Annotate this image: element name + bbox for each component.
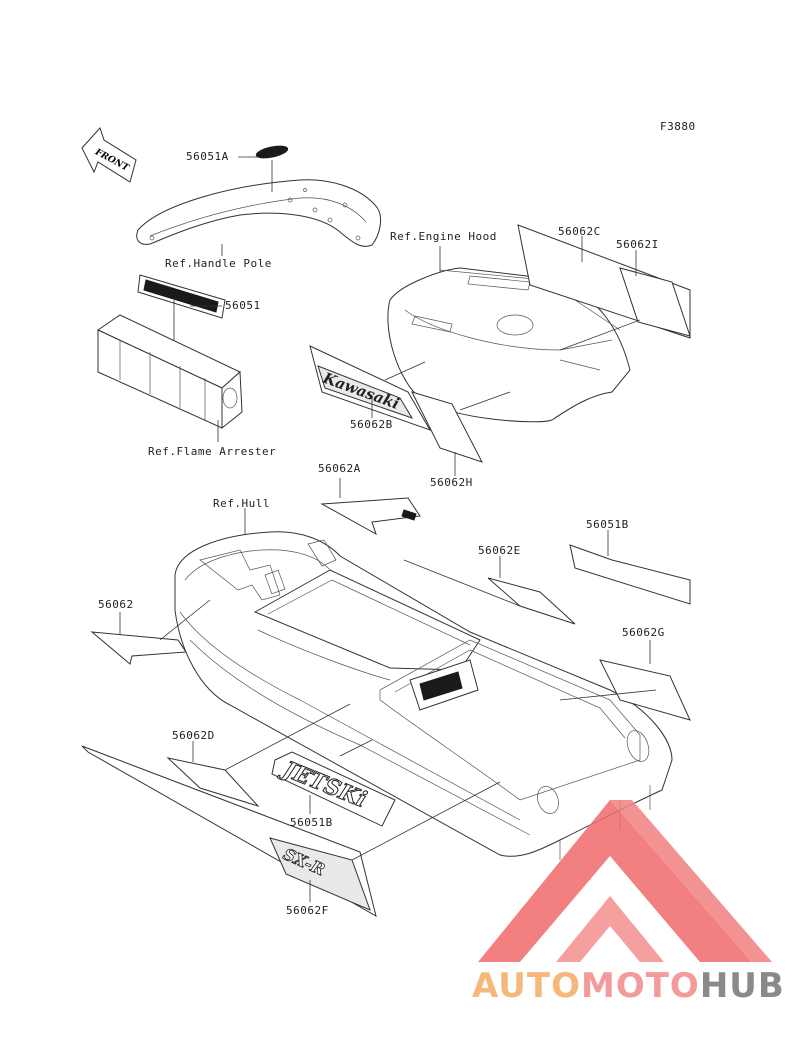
callout-ref-handle-pole: Ref.Handle Pole <box>165 257 272 270</box>
callout-56062i: 56062I <box>616 238 659 251</box>
watermark-brand: AUTOMOTOHUB <box>472 966 785 1006</box>
callout-56062f: 56062F <box>286 904 329 917</box>
decal-56062a <box>320 497 421 536</box>
decal-56062d <box>166 757 260 808</box>
callout-56062e: 56062E <box>478 544 521 557</box>
callout-56062h: 56062H <box>430 476 473 489</box>
hull-drawing <box>174 531 673 860</box>
callout-ref-engine-hood: Ref.Engine Hood <box>390 230 497 243</box>
callout-56062d: 56062D <box>172 729 215 742</box>
callout-ref-flame-arrester: Ref.Flame Arrester <box>148 445 277 458</box>
handle-pole-drawing <box>136 179 382 247</box>
callout-56051: 56051 <box>225 299 261 312</box>
decal-56062 <box>90 631 187 665</box>
watermark-logo-icon <box>478 800 772 962</box>
callout-56062a: 56062A <box>318 462 361 475</box>
decal-56062f: SX-R <box>81 745 377 918</box>
sticker-56051 <box>137 274 226 319</box>
callout-56051a: 56051A <box>186 150 229 163</box>
engine-hood-drawing <box>387 267 631 423</box>
callout-56051b-top: 56051B <box>586 518 629 531</box>
callout-ref-hull: Ref.Hull <box>213 497 270 510</box>
decal-56051b-top <box>569 544 691 605</box>
watermark-part2: MOTO <box>580 966 700 1006</box>
front-arrow-icon: FRONT <box>81 127 137 183</box>
callout-56062b: 56062B <box>350 418 393 431</box>
callout-56062c: 56062C <box>558 225 601 238</box>
decal-56062g <box>599 659 691 721</box>
decal-56062h <box>411 391 484 463</box>
emblem-56051a <box>255 145 289 159</box>
decal-56062e <box>487 577 576 625</box>
callout-56062g: 56062G <box>622 626 665 639</box>
flame-arrester-drawing <box>96 314 243 430</box>
figure-code: F3880 <box>660 120 696 133</box>
callout-56051b-bottom: 56051B <box>290 816 333 829</box>
watermark-part3: HUB <box>699 966 785 1006</box>
decal-56062i <box>619 267 691 337</box>
callout-56062: 56062 <box>98 598 134 611</box>
watermark-part1: AUTO <box>472 966 581 1006</box>
